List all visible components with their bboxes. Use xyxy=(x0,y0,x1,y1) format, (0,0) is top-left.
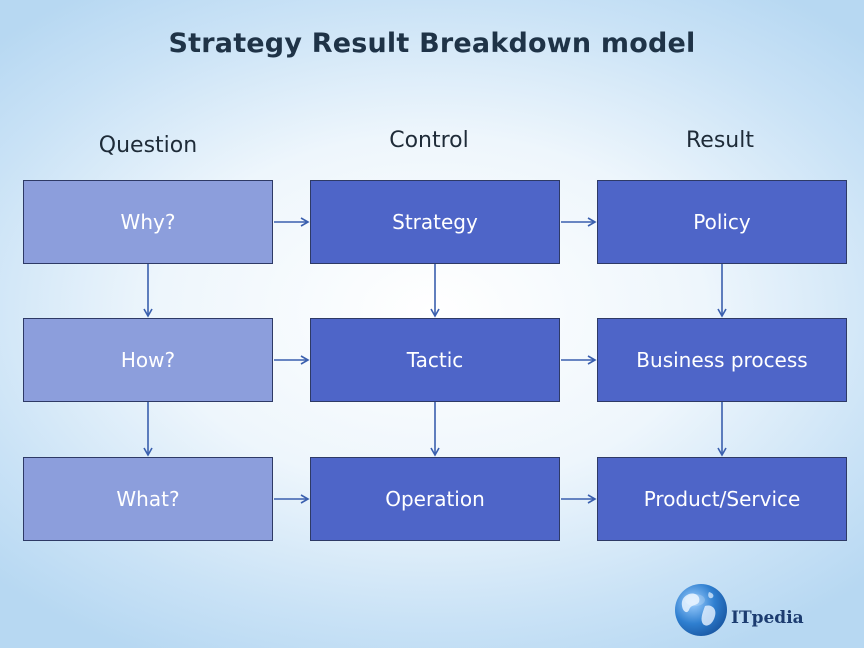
box-policy: Policy xyxy=(597,180,847,264)
box-product-service: Product/Service xyxy=(597,457,847,541)
box-business-process: Business process xyxy=(597,318,847,402)
diagram-title: Strategy Result Breakdown model xyxy=(168,28,696,59)
box-why: Why? xyxy=(23,180,273,264)
box-tactic: Tactic xyxy=(310,318,560,402)
box-strategy: Strategy xyxy=(310,180,560,264)
itpedia-logo: ITpedia xyxy=(675,584,815,640)
column-header-question: Question xyxy=(98,133,198,158)
column-header-result: Result xyxy=(686,128,754,153)
box-strategy-label: Strategy xyxy=(392,210,478,234)
box-product-service-label: Product/Service xyxy=(643,487,801,511)
box-operation-label: Operation xyxy=(385,487,485,511)
box-operation: Operation xyxy=(310,457,560,541)
box-why-label: Why? xyxy=(120,210,176,234)
box-tactic-label: Tactic xyxy=(406,348,464,372)
box-business-process-label: Business process xyxy=(636,348,808,372)
logo-text: ITpedia xyxy=(731,608,804,628)
box-how: How? xyxy=(23,318,273,402)
globe-icon xyxy=(675,584,727,636)
box-how-label: How? xyxy=(120,348,176,372)
box-what-label: What? xyxy=(116,487,180,511)
box-policy-label: Policy xyxy=(693,210,751,234)
box-what: What? xyxy=(23,457,273,541)
column-header-control: Control xyxy=(389,128,469,153)
